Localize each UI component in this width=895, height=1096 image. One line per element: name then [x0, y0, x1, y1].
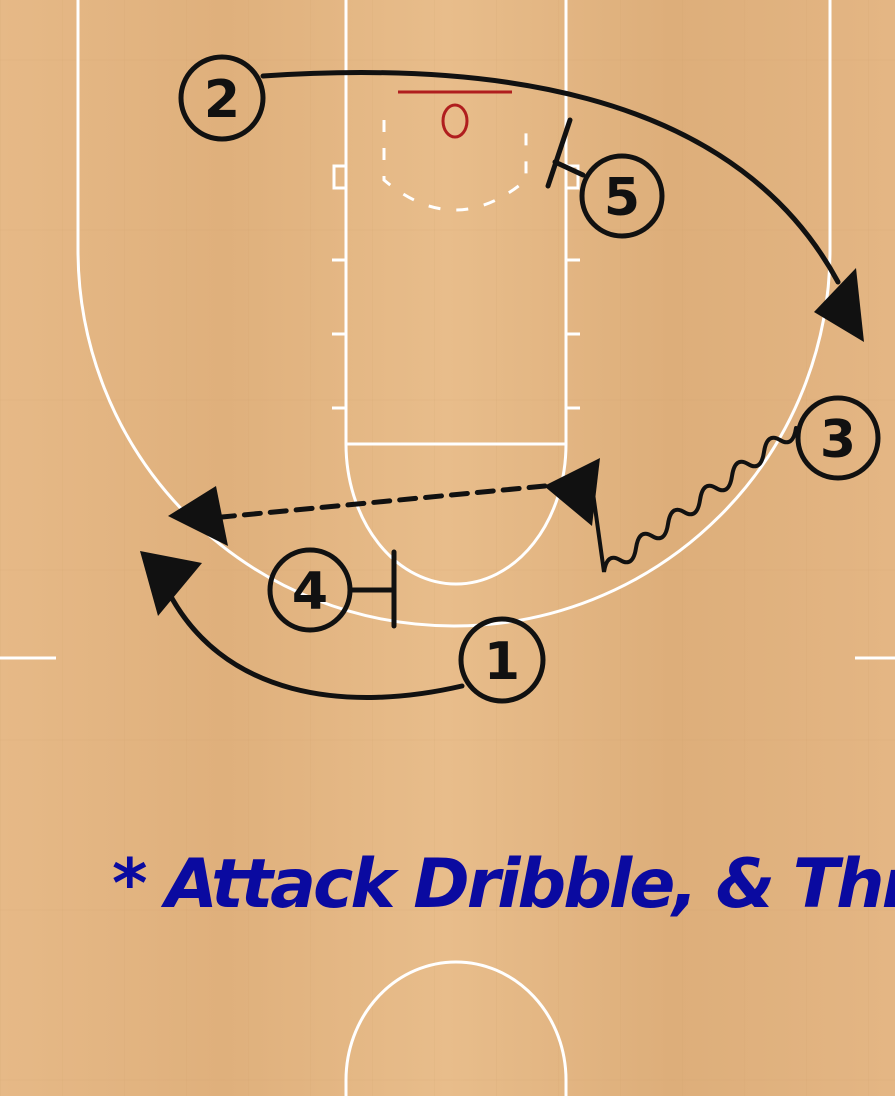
players: 2 5 3 4 1 [178, 54, 881, 704]
player-3-marker [795, 395, 881, 481]
free-throw-circle [344, 443, 568, 586]
player-4-marker [267, 547, 353, 633]
player-3-label: 3 [820, 410, 856, 470]
player-2-label: 2 [204, 70, 240, 130]
player-2-marker [178, 54, 266, 142]
restricted-area [382, 120, 528, 212]
arrowhead-cut-player-1 [140, 551, 202, 616]
play-caption: * Attack Dribble, & Thr [112, 845, 895, 924]
pass-path-player-3 [219, 483, 548, 520]
screen-bar-player-5 [552, 159, 586, 178]
lane-hash-marks [332, 258, 580, 410]
play-actions [162, 69, 841, 700]
player-1-label: 1 [484, 632, 520, 692]
basket [398, 90, 512, 139]
dribble-path-player-3 [590, 426, 798, 573]
arrowhead-dribble [544, 458, 600, 526]
player-2[interactable]: 2 [178, 54, 266, 142]
player-5-marker [579, 153, 665, 239]
player-1[interactable]: 1 [458, 616, 546, 704]
screen-cap-player-5 [545, 117, 573, 189]
arrowhead-cut-player-2 [814, 268, 864, 342]
arrowhead-pass [168, 486, 228, 546]
player-5[interactable]: 5 [579, 153, 665, 239]
player-4-label: 4 [292, 562, 328, 622]
player-5-label: 5 [604, 168, 640, 228]
three-point-line [76, 0, 832, 628]
rim [441, 103, 469, 139]
cut-path-player-2 [260, 69, 841, 285]
player-4[interactable]: 4 [267, 547, 353, 633]
lane-blocks [332, 164, 580, 190]
player-3[interactable]: 3 [795, 395, 881, 481]
cut-path-player-1 [162, 582, 465, 700]
center-circle [344, 960, 568, 1096]
arrowheads [140, 268, 864, 616]
player-1-marker [458, 616, 546, 704]
